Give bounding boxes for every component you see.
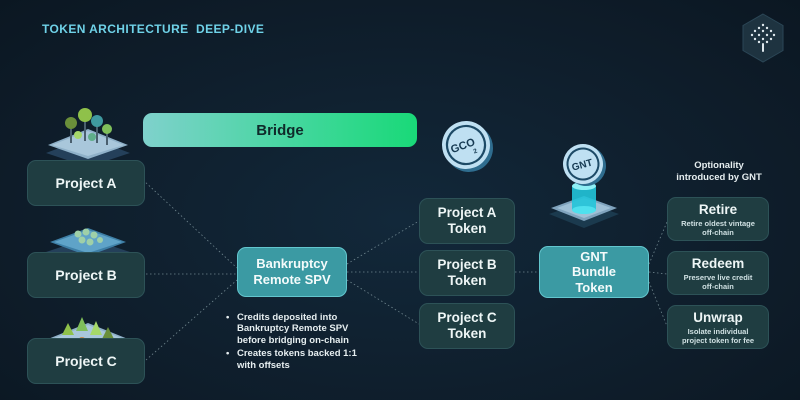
- connector-gnt-redeem: [648, 271, 668, 275]
- redeem-title: Redeem: [691, 256, 745, 272]
- connector-gnt-unwrap: [648, 281, 668, 327]
- bridge-label: Bridge: [256, 121, 304, 139]
- spv-label-line1: Bankruptcy: [256, 256, 328, 272]
- project-b-token-box[interactable]: Project B Token: [419, 250, 515, 296]
- unwrap-title: Unwrap: [693, 310, 743, 326]
- unwrap-option-box[interactable]: Unwrap Isolate individual project token …: [667, 305, 769, 349]
- connector-spv-token-a: [346, 220, 420, 265]
- gco2-coin-icon: GCO 2: [442, 121, 493, 172]
- optionality-heading: Optionality introduced by GNT: [664, 160, 774, 185]
- token-c-line2: Token: [447, 326, 487, 341]
- connector-project-c-spv: [145, 279, 238, 361]
- unwrap-desc-line2: project token for fee: [681, 336, 755, 346]
- spv-note-item: Creates tokens backed 1:1 with offsets: [226, 348, 376, 371]
- unwrap-desc-line1: Isolate individual: [687, 327, 749, 337]
- project-c-card[interactable]: Project C: [27, 338, 145, 384]
- gnt-label-line2: Bundle: [571, 264, 617, 280]
- spv-notes-list: Credits deposited into Bankruptcy Remote…: [226, 312, 376, 373]
- bridge-bar[interactable]: Bridge: [143, 113, 417, 147]
- bankruptcy-remote-spv-box[interactable]: Bankruptcy Remote SPV: [237, 247, 347, 297]
- gnt-label-line1: GNT: [580, 248, 608, 264]
- spv-label-line2: Remote SPV: [253, 272, 331, 287]
- hexagon-tree-logo-icon: [742, 13, 784, 63]
- gnt-coin-text: GNT: [571, 158, 594, 174]
- token-b-line1: Project B: [437, 256, 497, 272]
- gco2-coin-subscript: 2: [473, 148, 479, 156]
- connector-project-a-spv: [142, 179, 238, 269]
- project-a-forest-illustration: [46, 108, 130, 167]
- token-a-line1: Project A: [437, 204, 497, 220]
- project-c-label: Project C: [55, 352, 117, 369]
- token-c-line1: Project C: [437, 309, 497, 325]
- optionality-line2: introduced by GNT: [676, 172, 762, 184]
- gnt-label-line3: Token: [575, 279, 613, 295]
- retire-desc-line1: Retire oldest vintage: [681, 219, 755, 229]
- project-a-card[interactable]: Project A: [27, 160, 145, 206]
- redeem-option-box[interactable]: Redeem Preserve live credit off-chain: [667, 251, 769, 295]
- optionality-line1: Optionality: [694, 160, 744, 171]
- redeem-desc-line1: Preserve live credit: [683, 273, 753, 283]
- connector-gnt-retire: [648, 221, 668, 265]
- token-a-line2: Token: [447, 221, 487, 236]
- project-b-label: Project B: [55, 266, 117, 283]
- retire-desc-line2: off-chain: [702, 228, 734, 238]
- gnt-bundle-token-box[interactable]: GNT Bundle Token: [539, 246, 649, 298]
- spv-note-item: Credits deposited into Bankruptcy Remote…: [226, 312, 376, 346]
- project-a-token-box[interactable]: Project A Token: [419, 198, 515, 244]
- retire-option-box[interactable]: Retire Retire oldest vintage off-chain: [667, 197, 769, 241]
- redeem-desc-line2: off-chain: [702, 282, 734, 292]
- project-c-token-box[interactable]: Project C Token: [419, 303, 515, 349]
- project-a-label: Project A: [55, 174, 117, 191]
- gnt-coin-pedestal-icon: GNT: [549, 144, 619, 228]
- retire-title: Retire: [698, 202, 738, 218]
- page-title: TOKEN ARCHITECTURE DEEP-DIVE: [42, 22, 265, 36]
- token-b-line2: Token: [447, 273, 487, 288]
- project-b-card[interactable]: Project B: [27, 252, 145, 298]
